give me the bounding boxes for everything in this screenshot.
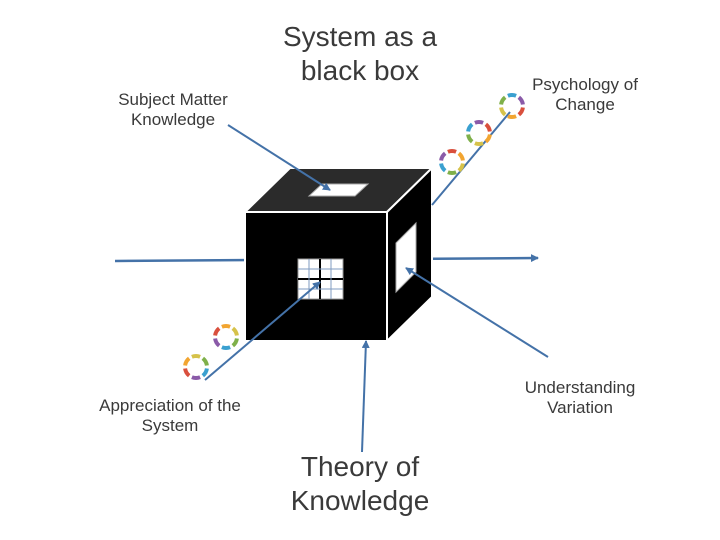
cycle-segment xyxy=(507,114,517,119)
cycle-segment xyxy=(447,170,457,175)
psychology-arrow xyxy=(431,111,511,206)
cycle-segment xyxy=(231,326,239,336)
subject-matter-label: Subject Matter Knowledge xyxy=(118,90,228,129)
cycle-segment xyxy=(507,93,517,98)
appreciation-arrow xyxy=(204,281,321,381)
cycle-segment xyxy=(517,107,525,117)
cycle-segment xyxy=(183,356,191,366)
cycle-segment xyxy=(466,122,474,132)
cycle-segment xyxy=(201,356,209,366)
cube-front-window xyxy=(297,258,344,300)
appreciation-system-label: Appreciation of the System xyxy=(99,396,241,435)
cycle-segment xyxy=(499,95,507,105)
cycle-segment xyxy=(517,95,525,105)
cycle-segment xyxy=(191,375,201,380)
variation-arrow xyxy=(405,267,549,358)
subject-matter-arrow xyxy=(227,124,331,191)
cycle-segment xyxy=(484,122,492,132)
cycle-icon xyxy=(499,93,525,119)
cycle-segment xyxy=(447,149,457,154)
cycle-segment xyxy=(474,141,484,146)
cycle-segment xyxy=(191,354,201,359)
cycle-segment xyxy=(457,163,465,173)
cycle-segment xyxy=(484,134,492,144)
cycle-segment xyxy=(457,151,465,161)
system-black-box-title: System as a black box xyxy=(282,21,438,86)
cycle-segment xyxy=(466,134,474,144)
cycle-segment xyxy=(183,368,191,378)
cycle-icon xyxy=(213,324,239,350)
black-box-cube xyxy=(242,165,435,344)
cycle-segment xyxy=(213,338,221,348)
cycle-segment xyxy=(499,107,507,117)
cycle-segment xyxy=(201,368,209,378)
cycle-segment xyxy=(439,163,447,173)
understanding-variation-label: Understanding Variation xyxy=(524,378,636,417)
cycle-segment xyxy=(231,338,239,348)
psychology-label: Psychology of Change xyxy=(532,75,638,114)
cycle-segment xyxy=(474,120,484,125)
cycle-segment xyxy=(221,324,231,329)
cycle-icon xyxy=(183,354,209,380)
cycle-icon-group xyxy=(183,93,525,380)
cycle-icon xyxy=(466,120,492,146)
cycle-segment xyxy=(439,151,447,161)
cycle-segment xyxy=(221,345,231,350)
theory-knowledge-label: Theory of Knowledge xyxy=(290,451,430,516)
cycle-icon xyxy=(439,149,465,175)
knowledge-arrow xyxy=(361,340,370,453)
cycle-segment xyxy=(213,326,221,336)
